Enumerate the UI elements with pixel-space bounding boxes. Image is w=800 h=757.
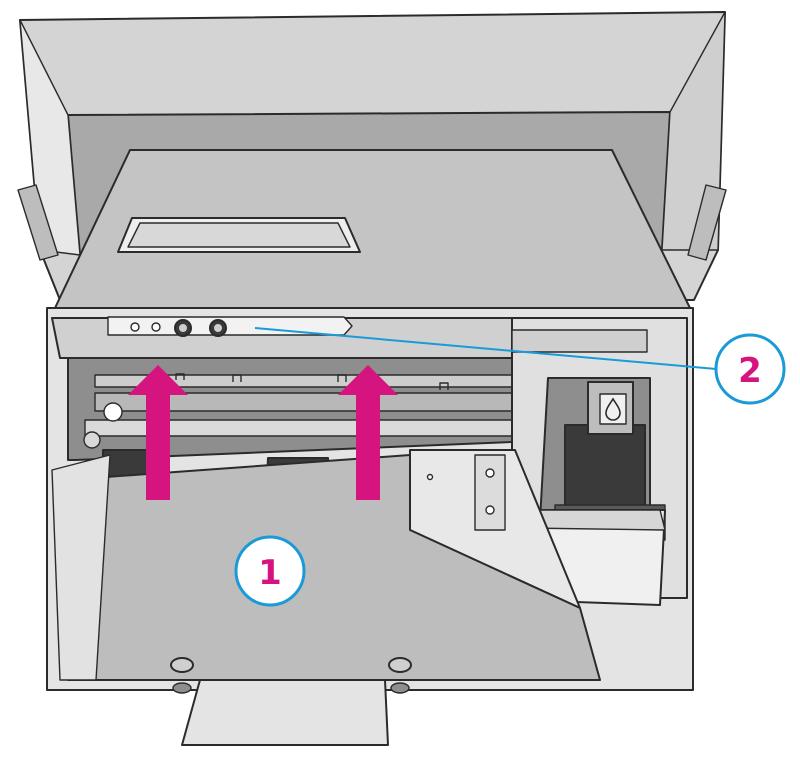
printer-body xyxy=(46,307,694,694)
rail-clip-3 xyxy=(337,374,347,382)
callout-2-leader-line xyxy=(254,327,717,370)
lid-hinge-left xyxy=(17,184,59,261)
callout-1: 1 xyxy=(234,535,306,607)
foot-left xyxy=(170,657,194,673)
up-arrow-icon xyxy=(128,365,188,500)
up-arrow-icon xyxy=(338,365,398,500)
foot-left-base xyxy=(172,682,192,694)
panel-button-1-ring xyxy=(179,324,187,332)
control-panel-bar xyxy=(107,316,353,336)
right-top-ledge xyxy=(511,329,648,353)
callout-2: 2 xyxy=(714,333,786,405)
top-cover xyxy=(54,149,691,309)
callout-2-ring xyxy=(714,333,786,405)
ink-drop-icon xyxy=(605,397,621,421)
plate-screw xyxy=(426,473,434,481)
rail-clip-1 xyxy=(175,373,185,380)
bracket-screw-1 xyxy=(485,468,495,478)
status-light-2 xyxy=(151,322,161,332)
rail-roller xyxy=(103,402,123,422)
base-stand xyxy=(181,679,389,746)
rail-clip-2 xyxy=(232,374,242,382)
foot-right xyxy=(388,657,412,673)
lift-arrows xyxy=(128,365,398,500)
bracket-screw-2 xyxy=(485,505,495,515)
guide-plate-bracket xyxy=(474,454,506,531)
panel-button-2-ring xyxy=(214,324,222,332)
rail-clip-4 xyxy=(439,382,449,390)
top-cover-window-inner xyxy=(127,222,351,248)
status-light-1 xyxy=(130,322,140,332)
callout-2-label: 2 xyxy=(738,351,762,391)
rail-end-cap xyxy=(83,431,101,449)
callout-1-label: 1 xyxy=(258,553,282,593)
lid-hinge-right xyxy=(687,184,727,261)
output-tray-left-wall xyxy=(51,454,111,681)
foot-right-base xyxy=(390,682,410,694)
callout-1-ring xyxy=(234,535,306,607)
cartridge-body xyxy=(564,424,646,521)
